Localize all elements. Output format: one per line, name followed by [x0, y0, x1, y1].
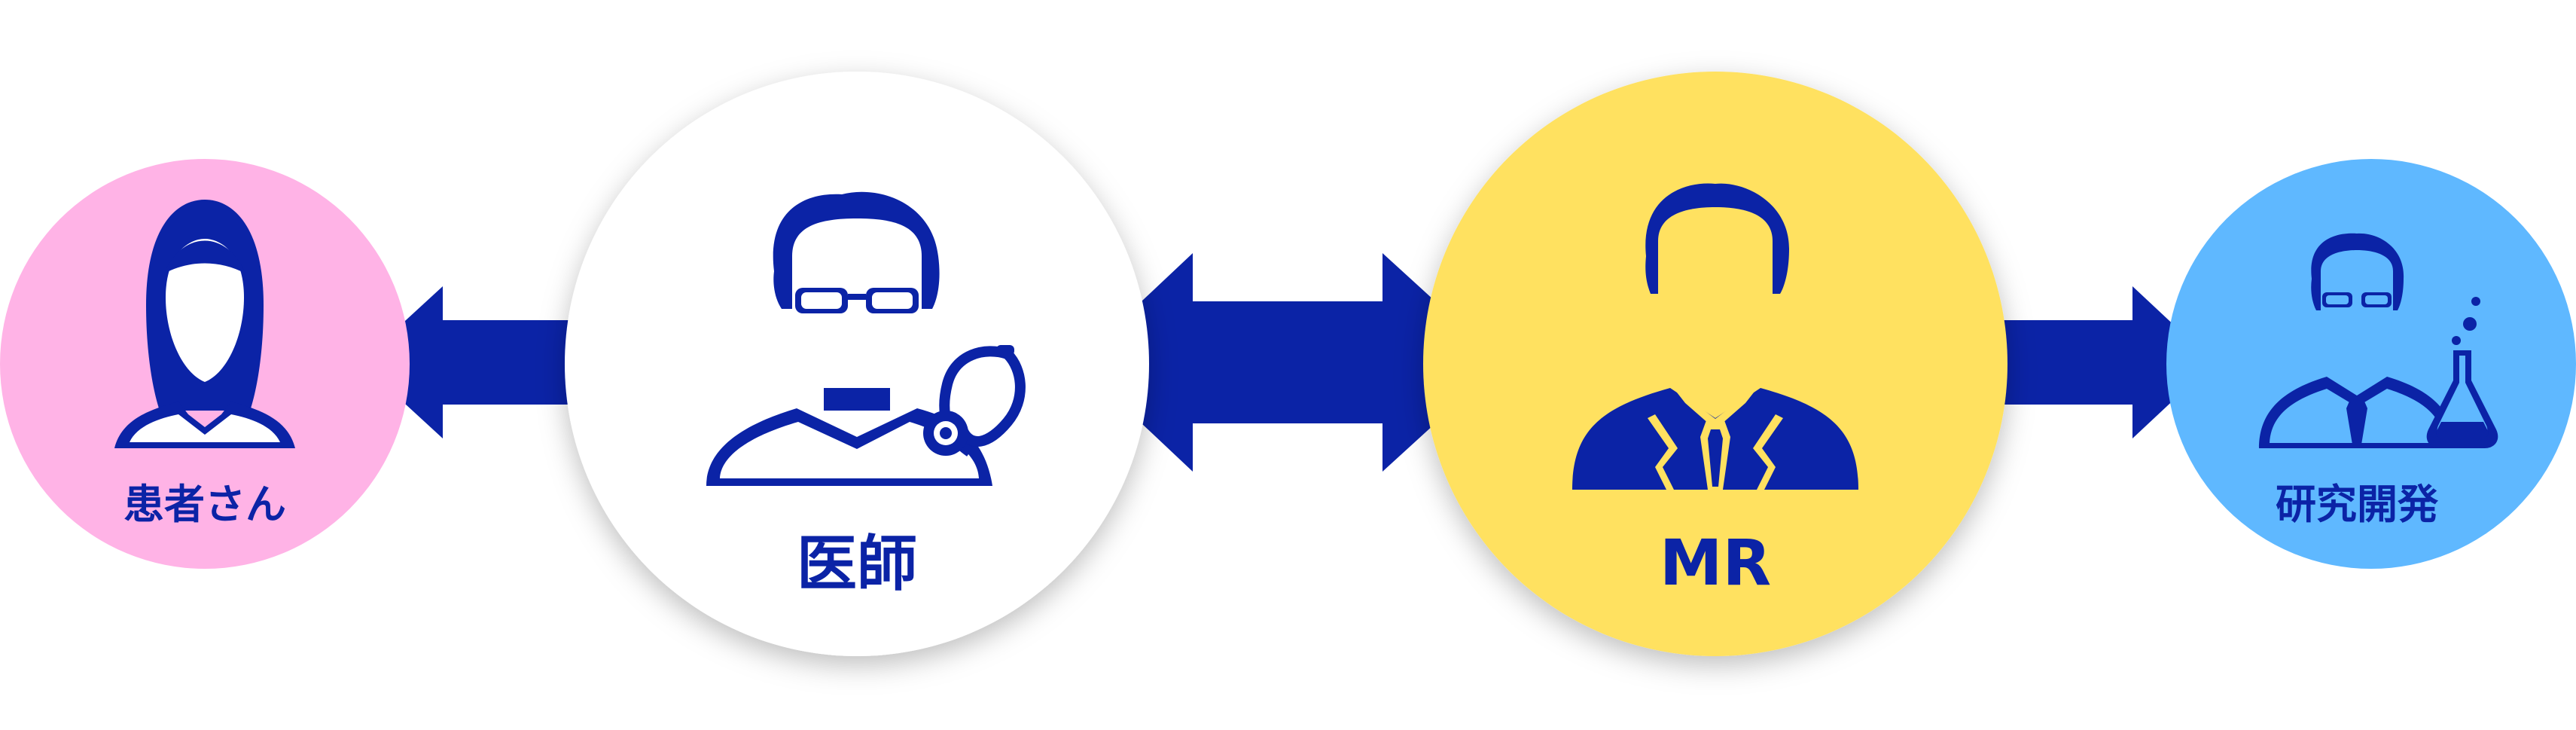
patient-label: 患者さん	[123, 481, 286, 528]
doctor-label: 医師	[797, 529, 917, 599]
arrows-layer	[360, 253, 2214, 472]
mr-label: MR	[1660, 526, 1771, 600]
scientist-flask-icon	[2259, 233, 2498, 448]
node-patient: 患者さん	[0, 159, 410, 569]
node-doctor: 医師	[565, 72, 1149, 656]
node-rnd: 研究開発	[2166, 159, 2576, 569]
node-mr: MR	[1423, 72, 2007, 656]
arrow-doctor-mr-double	[1077, 253, 1502, 472]
rnd-circle	[2166, 159, 2576, 569]
rnd-label: 研究開発	[2276, 481, 2439, 528]
doctor-stethoscope-icon	[706, 191, 1026, 486]
woman-avatar-icon	[114, 200, 295, 448]
businessman-tie-icon	[1572, 183, 1858, 490]
